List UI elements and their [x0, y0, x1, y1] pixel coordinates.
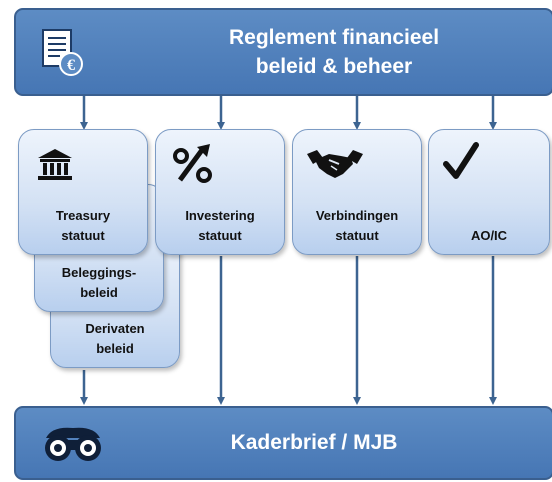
- aoic-box: AO/IC: [428, 129, 550, 255]
- aoic-label-line2: AO/IC: [470, 228, 508, 243]
- header-title-line1: Reglement financieel: [228, 26, 440, 49]
- verbindingen-label-line1: Verbindingen: [315, 208, 399, 223]
- top-banner: € Reglement financieel beleid & beheer: [14, 8, 552, 96]
- bank-icon: [38, 149, 72, 180]
- checkmark-icon: [443, 142, 479, 179]
- header-title: Reglement financieel beleid & beheer: [156, 23, 512, 81]
- verbindingen-label-line2: statuut: [335, 228, 379, 243]
- bottom-banner: Kaderbrief / MJB: [14, 406, 552, 480]
- percent-up-icon: [173, 144, 212, 183]
- investering-label-line2: statuut: [198, 228, 242, 243]
- investering-statuut-box: Investering statuut: [155, 129, 285, 255]
- beleggings-label-line2: beleid: [80, 285, 118, 300]
- binoculars-icon: [45, 427, 101, 461]
- beleggings-label-line1: Beleggings-: [61, 265, 137, 280]
- handshake-icon: [307, 150, 363, 178]
- derivaten-label-line1: Derivaten: [85, 321, 145, 336]
- derivaten-label-line2: beleid: [96, 341, 134, 356]
- treasury-statuut-box: Treasury statuut: [18, 129, 148, 255]
- treasury-label-line2: statuut: [61, 228, 105, 243]
- document-euro-icon: €: [42, 29, 83, 76]
- treasury-label-line1: Treasury: [55, 208, 111, 223]
- verbindingen-statuut-box: Verbindingen statuut: [292, 129, 422, 255]
- svg-text:€: €: [67, 57, 75, 74]
- footer-title: Kaderbrief / MJB: [230, 431, 398, 454]
- header-title-line2: beleid & beheer: [255, 55, 413, 78]
- investering-label-line1: Investering: [185, 208, 255, 223]
